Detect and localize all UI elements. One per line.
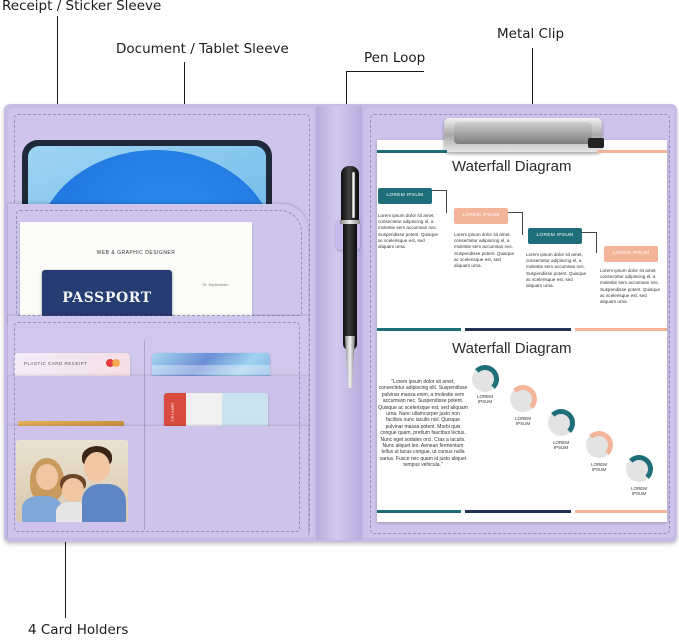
section1-step1-label: LOREM IPSUM — [378, 188, 432, 204]
section2-footer-peach — [575, 510, 667, 513]
photo-woman-face — [36, 464, 58, 490]
passport-label: PASSPORT — [62, 290, 152, 306]
section1-arrow3 — [582, 232, 597, 253]
section2-footer-teal — [377, 510, 461, 513]
section1-bar-peach — [597, 150, 667, 153]
section1-arrow1 — [432, 190, 447, 213]
section2-ring5 — [625, 455, 653, 483]
section1-footer-navy — [465, 328, 571, 331]
section2-ring4 — [585, 431, 613, 459]
pen-ring — [340, 220, 360, 224]
section1-step2-text: Lorem ipsum dolor sit amet, consectetur … — [454, 232, 515, 269]
card-divider-vertical — [144, 340, 145, 530]
section2-step3-label: LOREM IPSUM — [552, 440, 569, 451]
section1-footer-teal — [377, 328, 461, 331]
plastic-card-label: PLASTIC CARD RECEIPT — [24, 361, 88, 366]
section2-ring3 — [547, 409, 575, 437]
section1-step3-text: Lorem ipsum dolor sit amet, consectetur … — [526, 252, 587, 289]
document-signature: St. September — [202, 282, 228, 287]
leader-line-clip — [532, 48, 533, 144]
section1-step4-text: Lorem ipsum dolor sit amet, consectetur … — [600, 268, 661, 305]
section1-bar-teal — [377, 150, 447, 153]
section2-ring2 — [509, 385, 537, 413]
photo-shirt-left — [22, 496, 62, 522]
section1-footer-peach — [575, 328, 667, 331]
section1-step2-label: LOREM IPSUM — [454, 208, 508, 224]
photo-child-face — [62, 478, 84, 502]
blue-card-stripe — [152, 365, 270, 375]
document-title: WEB & GRAPHIC DESIGNER — [96, 250, 176, 256]
section2-paragraph: "Lorem ipsum dolor sit amet, consectetur… — [378, 379, 468, 469]
pen-cap — [341, 166, 359, 222]
section2-ring1 — [471, 365, 499, 393]
pen-tip — [345, 336, 355, 388]
section1-step3-label: LOREM IPSUM — [528, 228, 582, 244]
business-card: Lm Leader — [164, 393, 268, 427]
section2-step2-label: LOREM IPSUM — [514, 416, 531, 427]
metal-clip-bar — [454, 122, 592, 144]
card-stitching — [14, 322, 300, 532]
section1-step4-label: LOREM IPSUM — [604, 246, 658, 262]
photo-shirt-right — [82, 484, 126, 522]
callout-pen-loop: Pen Loop — [364, 50, 426, 66]
callout-metal-clip: Metal Clip — [497, 26, 565, 42]
section2-step5-label: LOREM IPSUM — [630, 486, 647, 497]
metal-clip-lever — [588, 138, 604, 148]
section1-step1-text: Lorem ipsum dolor sit amet, consectetur … — [378, 213, 439, 250]
section2-step1-label: LOREM IPSUM — [476, 394, 493, 405]
pocket-stitching — [16, 210, 302, 316]
leader-line-card-holders — [65, 500, 66, 618]
section1-title: Waterfall Diagram — [452, 158, 572, 175]
section2-footer-navy — [465, 510, 571, 513]
leader-line-pen-h — [346, 71, 424, 72]
photo-shirt-middle — [56, 502, 90, 522]
photo-window — [16, 440, 128, 522]
photo-man-face — [84, 452, 110, 482]
right-panel-stitching — [370, 114, 670, 534]
card-logo-red — [106, 359, 114, 367]
callout-document-sleeve: Document / Tablet Sleeve — [116, 41, 289, 57]
card-logo-orange — [112, 359, 120, 367]
section2-step4-label: LOREM IPSUM — [590, 462, 607, 473]
section2-title: Waterfall Diagram — [452, 340, 572, 357]
section1-arrow2 — [508, 212, 523, 235]
pen-clip — [352, 172, 355, 218]
callout-card-holders: 4 Card Holders — [28, 622, 129, 638]
callout-receipt-sleeve: Receipt / Sticker Sleeve — [2, 0, 162, 14]
